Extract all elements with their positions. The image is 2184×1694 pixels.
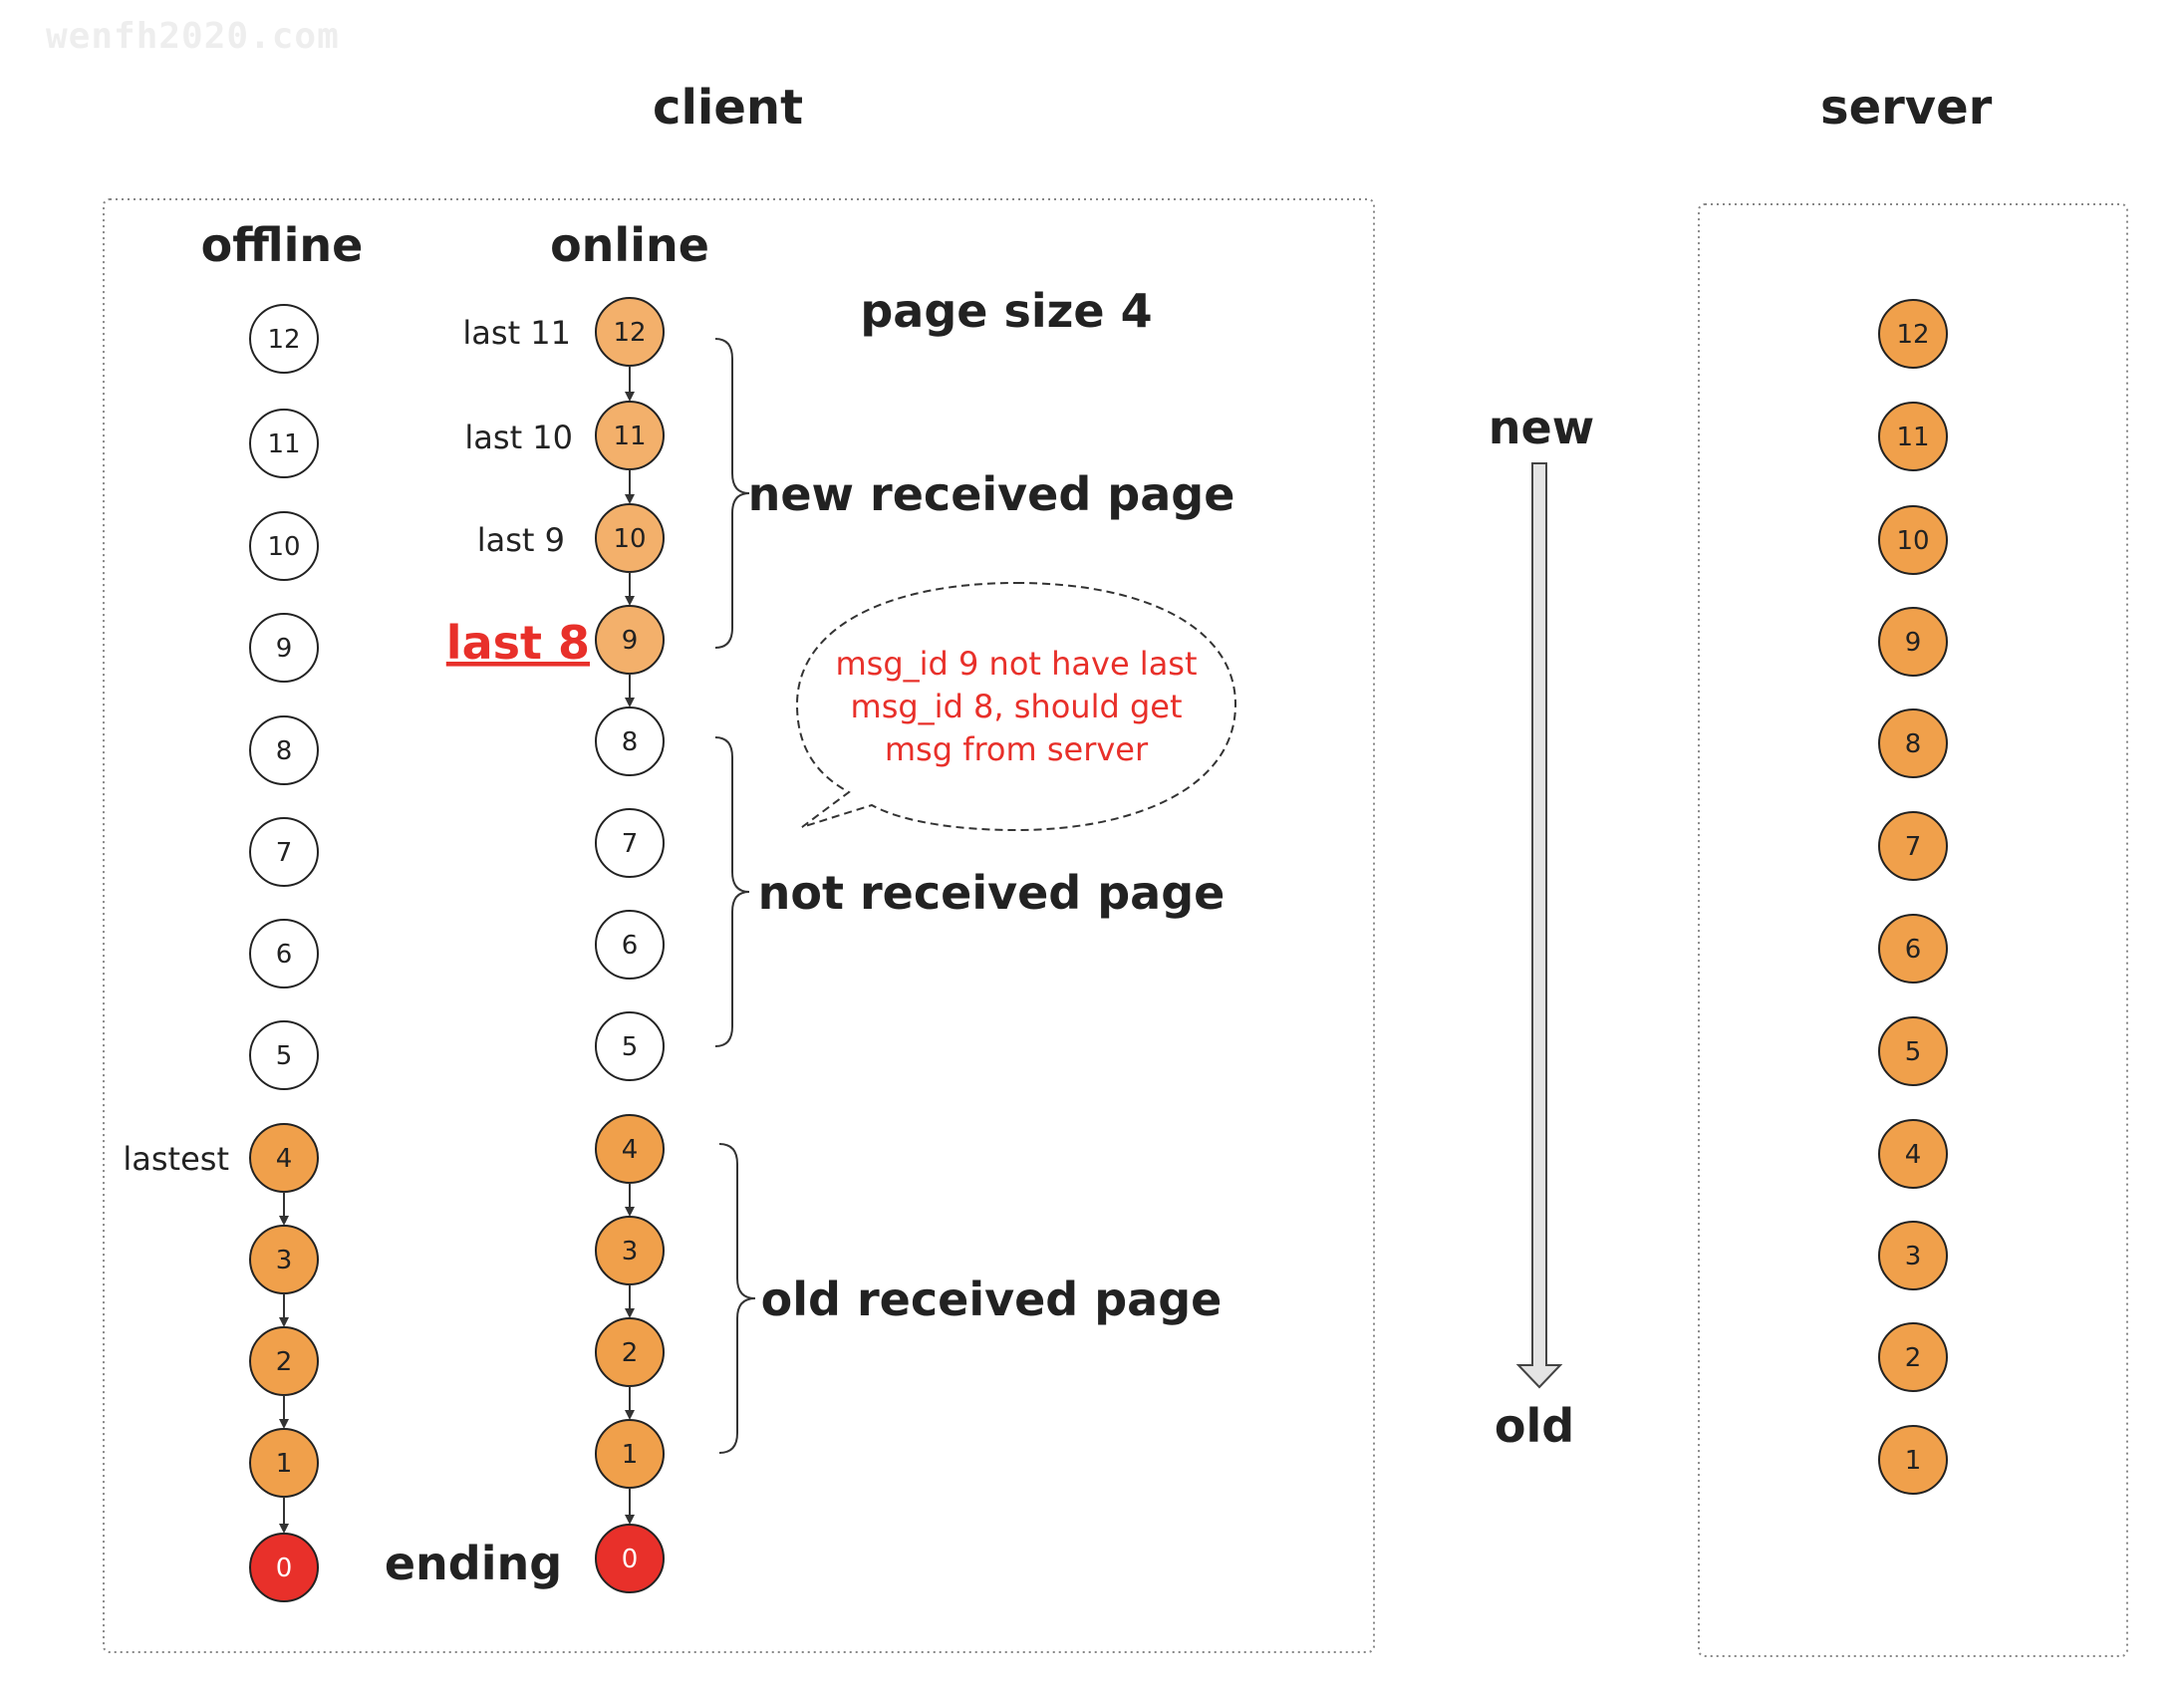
- server-node-5-label: 5: [1905, 1037, 1922, 1067]
- server-node-11-label: 11: [1896, 423, 1929, 452]
- server-node-4-label: 4: [1905, 1140, 1922, 1170]
- last-label-10: last 10: [464, 419, 573, 456]
- lastest-label: lastest: [123, 1140, 229, 1178]
- offline-node-2-label: 2: [276, 1347, 293, 1377]
- offline-node-10-label: 10: [267, 532, 300, 562]
- server-node-10-label: 10: [1896, 526, 1929, 556]
- online-node-10-label: 10: [613, 524, 646, 554]
- server-node-3: 3: [1879, 1222, 1947, 1289]
- online-node-8-label: 8: [622, 727, 639, 757]
- server-node-7-label: 7: [1905, 832, 1922, 862]
- online-node-12: 12: [596, 298, 664, 366]
- server-node-1-label: 1: [1905, 1446, 1922, 1476]
- online-node-3-label: 3: [622, 1237, 639, 1267]
- page-label-new: new received page: [748, 467, 1235, 521]
- brace-old: [719, 1144, 755, 1453]
- offline-node-11: 11: [250, 410, 318, 477]
- last-label-8: last 8: [446, 616, 590, 670]
- last-label-11: last 11: [462, 314, 571, 352]
- server-node-10: 10: [1879, 506, 1947, 574]
- offline-node-4-label: 4: [276, 1144, 293, 1174]
- server-node-11: 11: [1879, 403, 1947, 470]
- server-node-9: 9: [1879, 608, 1947, 676]
- callout-line-3: msg from server: [885, 730, 1149, 768]
- online-node-7: 7: [596, 809, 664, 877]
- direction-new-label: new: [1489, 401, 1594, 454]
- server-node-12-label: 12: [1896, 320, 1929, 350]
- online-node-6: 6: [596, 911, 664, 979]
- page-label-old: old received page: [761, 1272, 1223, 1326]
- server-node-5: 5: [1879, 1017, 1947, 1085]
- online-label: online: [550, 218, 709, 272]
- offline-node-1-label: 1: [276, 1449, 293, 1479]
- server-node-4: 4: [1879, 1120, 1947, 1188]
- offline-node-5: 5: [250, 1021, 318, 1089]
- online-node-0-label: 0: [622, 1545, 639, 1574]
- online-node-5-label: 5: [622, 1032, 639, 1062]
- offline-node-1: 1: [250, 1429, 318, 1497]
- online-node-4: 4: [596, 1115, 664, 1183]
- offline-node-12-label: 12: [267, 325, 300, 355]
- callout-line-1: msg_id 9 not have last: [835, 645, 1197, 683]
- online-node-4-label: 4: [622, 1135, 639, 1165]
- page-label-not-received: not received page: [758, 866, 1226, 920]
- offline-node-3-label: 3: [276, 1246, 293, 1275]
- server-node-12: 12: [1879, 300, 1947, 368]
- offline-node-11-label: 11: [267, 429, 300, 459]
- online-node-1-label: 1: [622, 1440, 639, 1470]
- online-node-2-label: 2: [622, 1338, 639, 1368]
- offline-node-8: 8: [250, 716, 318, 784]
- offline-node-0: 0: [250, 1534, 318, 1601]
- online-node-9: 9: [596, 606, 664, 674]
- online-node-7-label: 7: [622, 829, 639, 859]
- offline-node-6: 6: [250, 920, 318, 988]
- online-node-12-label: 12: [613, 318, 646, 348]
- offline-node-12: 12: [250, 305, 318, 373]
- offline-node-9-label: 9: [276, 634, 293, 664]
- page-size-label: page size 4: [860, 284, 1152, 338]
- online-node-11: 11: [596, 402, 664, 469]
- server-node-3-label: 3: [1905, 1242, 1922, 1271]
- server-node-6-label: 6: [1905, 935, 1922, 965]
- brace-not-received: [715, 737, 749, 1046]
- online-node-0: 0: [596, 1525, 664, 1592]
- brace-new: [715, 339, 749, 648]
- server-node-8-label: 8: [1905, 729, 1922, 759]
- offline-node-2: 2: [250, 1327, 318, 1395]
- online-node-6-label: 6: [622, 931, 639, 961]
- offline-node-6-label: 6: [276, 940, 293, 970]
- last-label-9: last 9: [477, 521, 565, 559]
- online-node-1: 1: [596, 1420, 664, 1488]
- offline-node-8-label: 8: [276, 736, 293, 766]
- offline-node-0-label: 0: [276, 1553, 293, 1583]
- direction-arrow: [1518, 463, 1560, 1387]
- server-node-2-label: 2: [1905, 1343, 1922, 1373]
- server-node-9-label: 9: [1905, 628, 1922, 658]
- offline-node-7: 7: [250, 818, 318, 886]
- ending-label: ending: [385, 1537, 562, 1590]
- offline-node-5-label: 5: [276, 1041, 293, 1071]
- offline-node-7-label: 7: [276, 838, 293, 868]
- server-node-1: 1: [1879, 1426, 1947, 1494]
- offline-node-9: 9: [250, 614, 318, 682]
- server-node-8: 8: [1879, 709, 1947, 777]
- offline-node-10: 10: [250, 512, 318, 580]
- offline-label: offline: [201, 218, 364, 272]
- online-node-11-label: 11: [613, 422, 646, 451]
- offline-node-4: 4: [250, 1124, 318, 1192]
- offline-node-3: 3: [250, 1226, 318, 1293]
- server-node-7: 7: [1879, 812, 1947, 880]
- online-node-5: 5: [596, 1012, 664, 1080]
- online-node-8: 8: [596, 707, 664, 775]
- online-node-9-label: 9: [622, 626, 639, 656]
- online-node-3: 3: [596, 1217, 664, 1284]
- online-node-10: 10: [596, 504, 664, 572]
- server-node-2: 2: [1879, 1323, 1947, 1391]
- callout-line-2: msg_id 8, should get: [851, 688, 1183, 725]
- direction-old-label: old: [1495, 1399, 1574, 1453]
- online-node-2: 2: [596, 1318, 664, 1386]
- server-node-6: 6: [1879, 915, 1947, 983]
